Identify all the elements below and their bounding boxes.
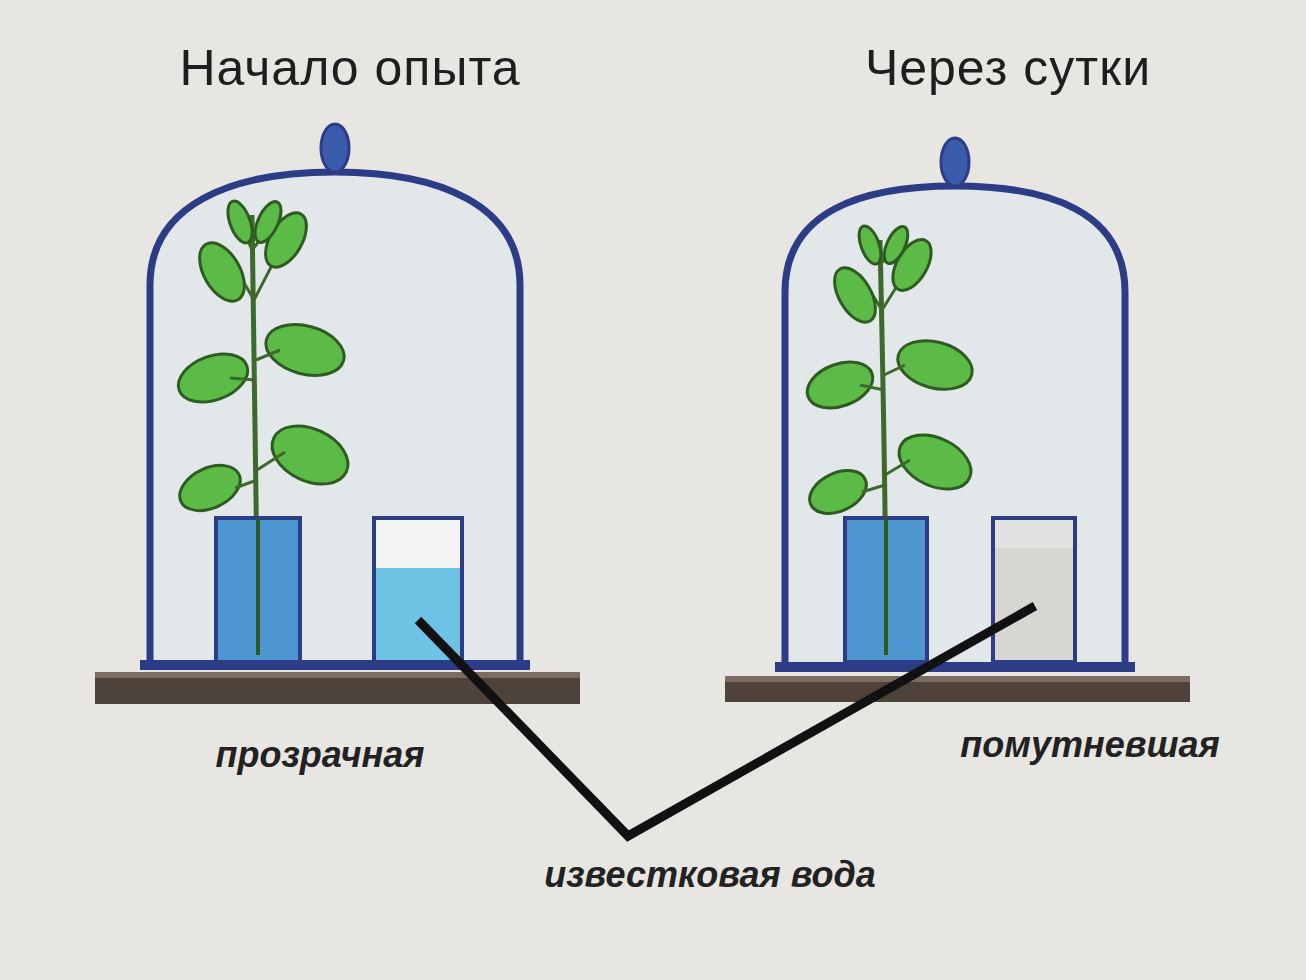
jar-rim (140, 660, 530, 670)
state-label: помутневшая (960, 724, 1219, 766)
jar-rim (775, 662, 1135, 672)
base-plate (725, 676, 1190, 702)
cloudy-limewater (995, 548, 1073, 660)
base-plate (95, 672, 580, 704)
limewater-beaker (374, 518, 462, 662)
stem-in-water (256, 518, 260, 655)
water-beaker (216, 518, 300, 662)
state-label: прозрачная (216, 734, 425, 776)
leader-line (418, 606, 1035, 836)
heading: Через сутки (865, 39, 1151, 97)
callout-label: известковая вода (544, 854, 876, 896)
limewater-beaker (993, 518, 1075, 662)
base-edge (95, 672, 580, 678)
bell-jar (150, 124, 520, 665)
base-edge (725, 676, 1190, 682)
bell-jar (785, 138, 1125, 665)
water-beaker (845, 518, 927, 662)
stem-in-water (884, 518, 888, 655)
heading: Начало опыта (179, 39, 520, 97)
